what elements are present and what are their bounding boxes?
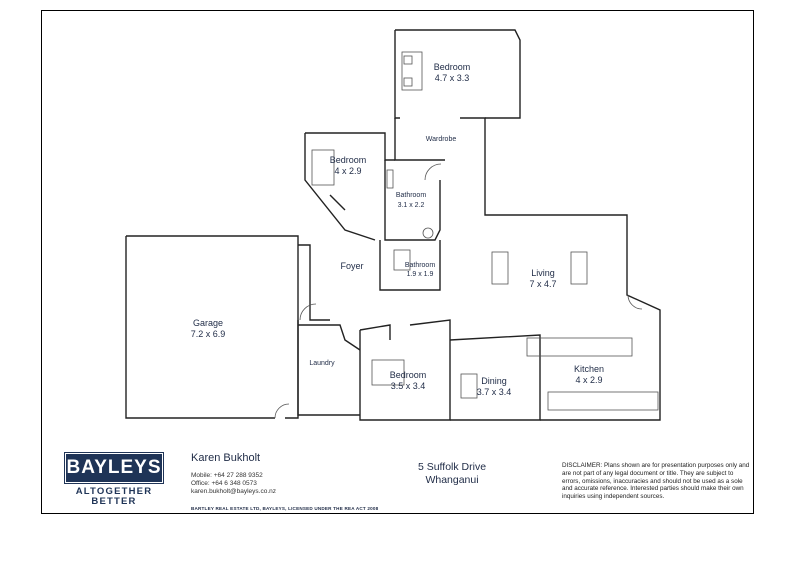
room-name: Bedroom [330,155,367,165]
door-swing [424,163,442,181]
agent-mobile: Mobile: +64 27 288 9352 [191,472,263,479]
wall [520,214,661,395]
property-address: 5 Suffolk Drive Whanganui [372,461,532,487]
room-name: Bedroom [390,370,427,380]
door-swing [627,294,643,310]
wall [460,117,520,216]
wall [305,132,395,161]
wall [125,236,275,419]
wall [379,240,441,291]
disclaimer: DISCLAIMER: Plans shown are for presenta… [562,462,750,501]
logo-border [64,452,164,484]
room-dims: 4.7 x 3.3 [435,73,470,83]
pillow-fixture [403,55,413,65]
room-dims: 4 x 2.9 [334,166,361,176]
agent-name: Karen Bukholt [191,452,261,464]
room-dims: 7 x 4.7 [529,279,556,289]
wall [449,334,541,421]
wall [359,324,391,340]
wall [297,320,360,416]
wall [394,30,400,119]
room-name: Foyer [340,261,363,271]
room-dims: 7.2 x 6.9 [191,329,226,339]
room-name: Wardrobe [426,136,457,143]
room-name: Bedroom [434,62,471,72]
room-dims: 3.7 x 3.4 [477,387,512,397]
bayleys-logo: BAYLEYS [66,454,162,482]
room-labels: Bedroom 4.7 x 3.3 Wardrobe Bedroom 4 x 2… [191,62,604,397]
room-name: Living [531,268,555,278]
agent-email: karen.bukholt@bayleys.co.nz [191,488,277,495]
bed-fixture [401,51,423,91]
room-name: Bathroom [396,192,427,199]
page-frame [41,10,754,514]
door-swing [274,403,290,419]
vanity-fixture [386,169,394,189]
address-line1: 5 Suffolk Drive [417,461,487,473]
address-line2: Whanganui [425,474,479,486]
agent-office: Office: +64 6 348 0573 [191,480,257,487]
wall [384,160,441,241]
sofa-fixture [570,251,588,285]
room-dims: 3.5 x 3.4 [391,381,426,391]
bed-fixture [311,149,335,186]
wall [298,324,361,351]
licence-text: BARTLEY REAL ESTATE LTD, BAYLEYS, LICENS… [191,506,379,511]
tagline-line1: ALTOGETHER [75,486,153,497]
wall [329,194,346,211]
wall [409,319,451,340]
toilet-fixture [422,227,434,239]
room-dims: 1.9 x 1.9 [407,271,434,278]
wall [359,330,451,421]
room-name: Dining [481,376,507,386]
pillow-fixture [403,77,413,87]
table-fixture [460,373,478,399]
walls [125,29,661,421]
fixtures [274,51,659,419]
room-name: Garage [193,318,223,328]
room-dims: 4 x 2.9 [575,375,602,385]
room-name: Bathroom [405,262,436,269]
wall [304,133,376,241]
bench-fixture [526,337,633,357]
counter-fixture [547,391,659,411]
room-dims: 3.1 x 2.2 [398,202,425,209]
room-name: Laundry [309,360,335,367]
room-name: Kitchen [574,364,604,374]
shower-fixture [393,249,411,271]
wall [298,244,330,321]
wall [395,29,521,119]
door-swing [299,303,317,321]
wall [540,395,661,421]
bed-fixture [371,359,405,386]
sofa-fixture [491,251,509,285]
tagline-line2: BETTER [91,496,137,507]
